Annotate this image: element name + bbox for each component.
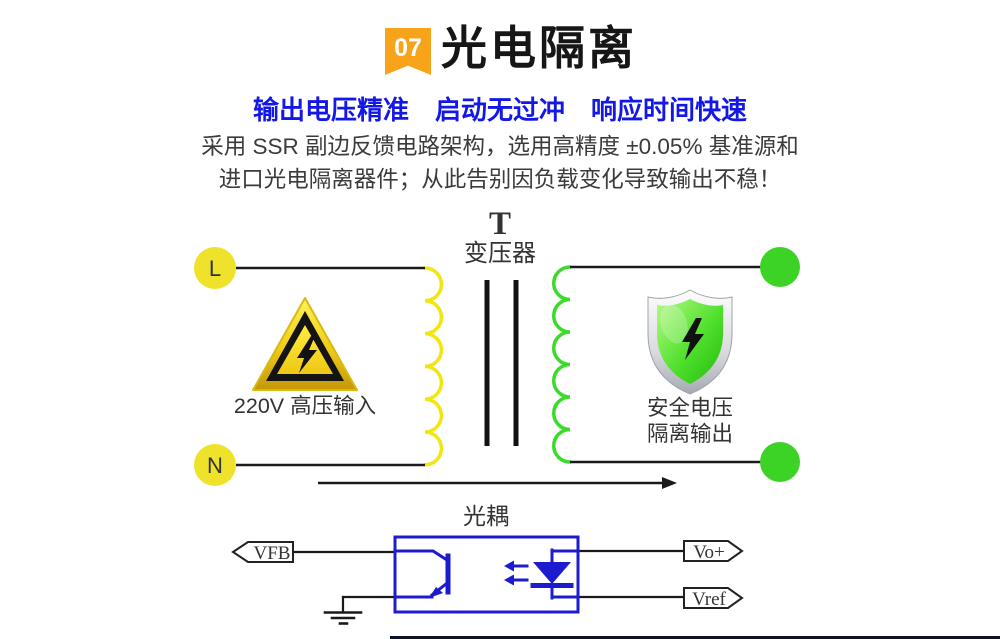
terminal-neutral-label: N bbox=[207, 453, 223, 478]
primary-coil bbox=[423, 266, 444, 467]
pin-tag-vo: Vo+ bbox=[683, 540, 744, 563]
optocoupler-label: 光耦 bbox=[463, 503, 509, 529]
transformer: T 变压器 bbox=[423, 206, 572, 467]
pin-tag-vfb: VFB bbox=[231, 541, 294, 564]
pin-tag-vref: Vref bbox=[683, 587, 744, 610]
flow-arrow bbox=[318, 477, 677, 489]
terminal-live-label: L bbox=[209, 256, 221, 281]
terminal-live-dot bbox=[194, 247, 236, 289]
description: 采用 SSR 副边反馈电路架构，选用高精度 ±0.05% 基准源和 进口光电隔离… bbox=[0, 130, 1000, 196]
transformer-symbol: T bbox=[489, 206, 511, 242]
light-arrows-icon bbox=[504, 560, 529, 586]
description-line-1: 采用 SSR 副边反馈电路架构，选用高精度 ±0.05% 基准源和 bbox=[201, 134, 799, 159]
shield-gloss bbox=[660, 304, 688, 344]
output-terminal-top-dot bbox=[760, 247, 800, 287]
output-terminal-bottom-dot bbox=[760, 442, 800, 482]
page-title: 光电隔离 bbox=[441, 22, 637, 74]
output-safety-label-1: 安全电压 bbox=[647, 396, 733, 420]
lightning-bolt-icon bbox=[297, 336, 317, 373]
shield-lightning-bolt-icon bbox=[682, 318, 704, 360]
secondary-coil bbox=[552, 265, 572, 464]
description-line-2: 进口光电隔离器件；从此告别因负载变化导致输出不稳！ bbox=[218, 167, 782, 192]
led-diode bbox=[530, 548, 580, 600]
pin-vo-label: Vo+ bbox=[693, 542, 725, 563]
ground-icon bbox=[323, 595, 363, 625]
high-voltage-warning-icon bbox=[252, 297, 358, 391]
terminal-neutral-dot bbox=[194, 444, 236, 486]
optocoupler-body bbox=[393, 535, 580, 614]
optocoupler-circuit: VFB Vo+ Vref bbox=[231, 535, 744, 625]
input-voltage-label: 220V 高压输入 bbox=[234, 394, 376, 418]
safety-shield-icon bbox=[647, 289, 733, 395]
pin-vref-label: Vref bbox=[692, 589, 726, 610]
flow-arrow-head bbox=[662, 477, 677, 489]
pin-vfb-label: VFB bbox=[254, 543, 291, 564]
terminal-live: L bbox=[194, 247, 236, 289]
phototransistor bbox=[393, 549, 451, 599]
terminal-neutral: N bbox=[194, 444, 236, 486]
next-section-edge bbox=[390, 636, 1000, 639]
subtitle: 输出电压精准 启动无过冲 响应时间快速 bbox=[252, 95, 747, 125]
transformer-label: 变压器 bbox=[464, 240, 536, 267]
output-safety-label-2: 隔离输出 bbox=[647, 422, 733, 446]
